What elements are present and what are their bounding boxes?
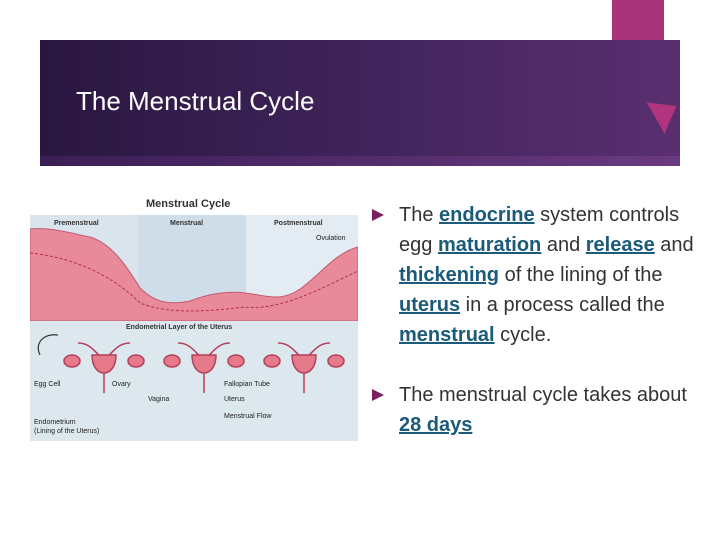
- keyword-uterus[interactable]: uterus: [399, 294, 461, 316]
- keyword-28-days[interactable]: 28 days: [399, 414, 473, 436]
- phase-label-premenstrual: Premenstrual: [54, 220, 99, 227]
- bullet-text: cycle.: [494, 324, 552, 346]
- figure-title: Menstrual Cycle: [146, 198, 231, 210]
- bullet-text: The: [399, 204, 440, 226]
- endometrial-layer-label: Endometrial Layer of the Uterus: [126, 324, 233, 331]
- bullet-text: The menstrual cycle takes about: [399, 384, 687, 406]
- uterus-icon-3: [263, 342, 345, 393]
- bullet-list: The endocrine system controls egg matura…: [372, 200, 702, 470]
- bullet-text: and: [541, 234, 586, 256]
- ovulation-label: Ovulation: [316, 235, 346, 242]
- menstrual-cycle-figure: Menstrual Cycle Premenstrual Menstrual P…: [30, 193, 358, 441]
- vagina-label: Vagina: [148, 396, 170, 403]
- uterus-icon-1: [63, 342, 145, 393]
- endometrium-label: Endometrium: [34, 419, 76, 426]
- bullet-arrow-icon: [372, 389, 384, 401]
- bullet-text: system controls egg: [399, 204, 680, 256]
- egg-cell-label: Egg Cell: [34, 381, 61, 388]
- title-band: [40, 40, 680, 166]
- keyword-menstrual[interactable]: menstrual: [399, 324, 495, 346]
- keyword-thickening[interactable]: thickening: [399, 264, 500, 286]
- endometrium-sub-label: (Lining of the Uterus): [34, 428, 100, 435]
- uterus-label: Uterus: [224, 396, 245, 403]
- phase-label-postmenstrual: Postmenstrual: [274, 220, 323, 227]
- figure-illustration: [30, 215, 358, 441]
- bullet-arrow-icon: [372, 209, 384, 221]
- slide-title: The Menstrual Cycle: [76, 86, 315, 116]
- bullet-endocrine: The endocrine system controls egg matura…: [372, 200, 702, 350]
- keyword-endocrine[interactable]: endocrine: [439, 204, 535, 226]
- ovary-label: Ovary: [112, 381, 131, 388]
- bullet-text: and: [654, 234, 694, 256]
- fallopian-label: Fallopian Tube: [224, 381, 270, 388]
- phase-label-menstrual: Menstrual: [170, 220, 204, 227]
- cycle-arrow-icon: [37, 334, 59, 356]
- endometrium-wave: [30, 228, 358, 322]
- bullet-text: in a process called the: [460, 294, 665, 316]
- keyword-maturation[interactable]: maturation: [437, 234, 542, 256]
- vessel-line: [30, 252, 358, 312]
- menstrual-flow-label: Menstrual Flow: [224, 413, 272, 420]
- uterus-panel: [30, 321, 358, 441]
- bullet-duration: The menstrual cycle takes about 28 days: [372, 380, 702, 440]
- bullet-text: of the lining of the: [499, 264, 663, 286]
- keyword-release[interactable]: release: [585, 234, 655, 256]
- uterus-icon-2: [163, 342, 245, 393]
